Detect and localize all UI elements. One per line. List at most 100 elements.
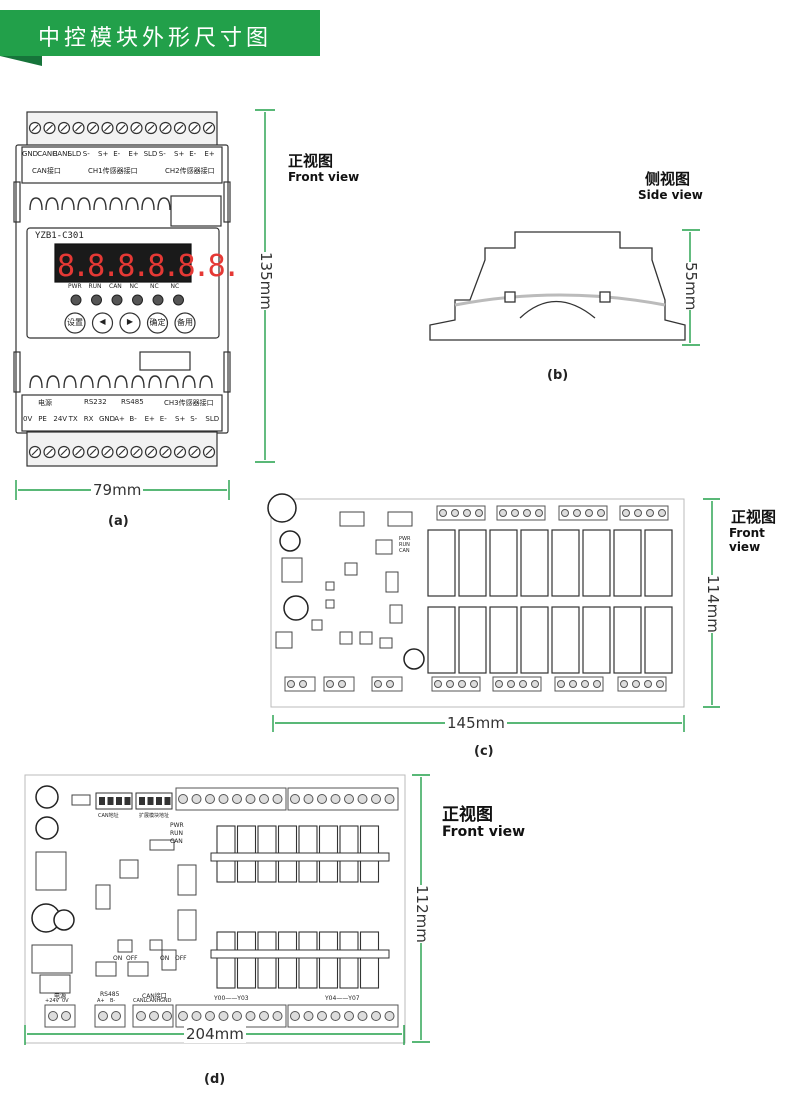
component	[71, 794, 91, 806]
component	[389, 604, 403, 624]
top-terminal-label: E+	[128, 150, 139, 158]
relay	[551, 529, 580, 597]
view-d-pcb	[24, 774, 406, 1044]
relay	[216, 931, 236, 989]
view-d-width-dim: 204mm	[184, 1025, 246, 1043]
panel-button-label[interactable]: 设置	[67, 318, 83, 327]
view-d-caption: (d)	[204, 1072, 226, 1087]
component	[325, 599, 335, 609]
bottom-terminal-label: S-	[190, 415, 198, 423]
pcb-d-port-label: 电源	[54, 993, 67, 1000]
top-terminal-label: SLD	[67, 150, 82, 158]
component	[149, 939, 163, 951]
terminal-block	[492, 676, 542, 692]
panel-button	[91, 312, 114, 334]
view-c-height-dim: 114mm	[702, 575, 724, 633]
view-b-title-en: Side view	[638, 188, 703, 202]
top-terminal-label: GND	[22, 150, 39, 158]
view-d-height-dim: 112mm	[411, 885, 433, 943]
capacitor	[403, 648, 425, 670]
terminal-strip	[175, 787, 287, 811]
component	[339, 631, 353, 645]
banner-tail	[0, 56, 42, 66]
panel-button	[119, 312, 141, 334]
pcb-d-led-label: CAN	[170, 838, 183, 845]
component	[387, 511, 413, 527]
component	[344, 562, 358, 576]
component	[339, 511, 365, 527]
panel-button-label[interactable]: ◀	[99, 317, 106, 326]
relay	[613, 529, 642, 597]
view-b-title-cn: 侧视图	[645, 170, 691, 188]
relay	[458, 529, 487, 597]
component	[375, 539, 393, 555]
panel-button-label[interactable]: ▶	[126, 317, 134, 326]
relay	[489, 606, 518, 674]
pcb-c-led-label: CAN	[399, 548, 410, 554]
terminal-block	[554, 676, 604, 692]
bottom-terminal-label: RX	[83, 415, 94, 423]
title-banner	[0, 10, 320, 56]
component	[311, 619, 323, 631]
seven-seg-display: 8.8.8.8.8.8.	[57, 249, 241, 284]
capacitor	[279, 530, 301, 552]
status-led	[132, 294, 143, 306]
status-led	[91, 294, 102, 306]
led-label: PWR	[68, 283, 82, 290]
terminal-block	[619, 505, 669, 521]
terminal-block	[431, 676, 481, 692]
pcb-d-terminal-label: GND	[160, 998, 172, 1004]
dip-switch-label: CAN地址	[98, 813, 119, 819]
component	[177, 909, 197, 941]
relay	[257, 931, 277, 989]
panel-button	[146, 312, 169, 334]
jumper-label: ON	[113, 955, 123, 962]
top-terminal-group: CH2传感器接口	[165, 167, 215, 175]
component	[119, 859, 139, 879]
capacitor	[283, 595, 309, 621]
relay	[644, 529, 673, 597]
pcb-d-range-label: Y00——Y03	[214, 995, 249, 1002]
terminal-block	[558, 505, 608, 521]
view-c-caption: (c)	[474, 744, 494, 759]
terminal-block	[496, 505, 546, 521]
relay	[644, 606, 673, 674]
view-a-height-dim: 135mm	[255, 252, 277, 310]
dip-switch-label: 扩展模块地址	[139, 813, 170, 819]
view-b-height-dim: 55mm	[680, 262, 702, 311]
top-terminal-label: E+	[204, 150, 215, 158]
relay	[339, 931, 359, 989]
indicator-leds	[70, 294, 184, 306]
page-title: 中控模块外形尺寸图	[38, 26, 273, 51]
component	[117, 939, 133, 953]
pcb-d-terminal-label: CANH	[146, 998, 161, 1004]
bottom-terminal-group: 电源	[38, 399, 52, 407]
pcb-c-led-label: RUN	[399, 542, 410, 548]
view-b-side	[429, 231, 686, 341]
led-label: NC	[170, 283, 180, 290]
panel-button-label[interactable]: 确定	[149, 318, 166, 327]
component	[385, 571, 399, 593]
model-label: YZB1-C301	[35, 231, 84, 241]
bottom-terminal-label: PE	[38, 415, 47, 423]
view-b-caption: (b)	[547, 368, 569, 383]
pcb-d-terminal-label: A+	[97, 998, 105, 1004]
panel-button-label[interactable]: 备用	[177, 318, 193, 327]
top-terminal-group: CH1传感器接口	[88, 167, 138, 175]
terminal-block	[94, 1004, 126, 1028]
top-terminal-group: CAN接口	[32, 167, 61, 175]
view-c-title-en: Front view	[729, 526, 765, 554]
view-a-caption: (a)	[108, 514, 129, 529]
view-a-title-cn: 正视图	[288, 152, 334, 170]
terminal-strip	[287, 787, 399, 811]
component	[31, 944, 73, 974]
bottom-terminal-label: S+	[175, 415, 186, 423]
pcb-d-terminal-label: B-	[110, 998, 116, 1004]
component	[325, 581, 335, 591]
relay	[359, 931, 380, 989]
relay	[427, 606, 456, 674]
capacitor	[53, 909, 75, 931]
view-d-title-en: Front view	[442, 824, 526, 840]
relay	[520, 606, 549, 674]
